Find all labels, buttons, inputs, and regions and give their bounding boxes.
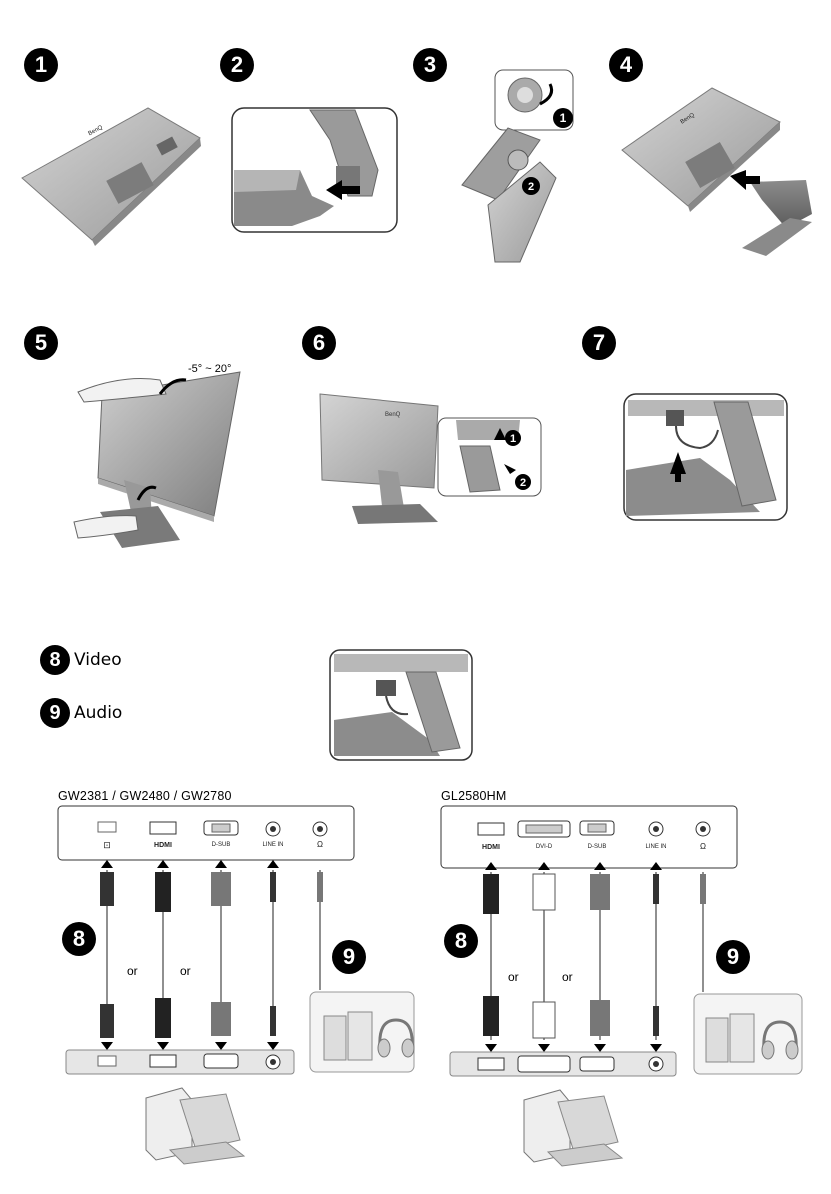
step1-illustration — [21, 107, 201, 246]
right-port-line-in: LINE IN — [645, 844, 667, 850]
cable-closeup-illustration — [329, 649, 473, 761]
step7-illustration — [623, 393, 788, 521]
tilt-range-label: -5° ~ 20° — [188, 363, 231, 375]
step6-marker-2: 2 — [520, 477, 526, 489]
step6-illustration: BenQ — [319, 393, 542, 524]
left-port-dp: ⊡ — [103, 840, 111, 850]
step3-illustration — [461, 69, 574, 263]
left-model-title: GW2381 / GW2480 / GW2780 — [58, 789, 232, 803]
left-video-marker: 8 — [62, 922, 96, 956]
audio-badge: 9 — [40, 698, 70, 728]
step-1-badge: 1 — [24, 48, 58, 82]
step5-illustration — [73, 371, 241, 548]
legend-video: 8 Video — [40, 645, 122, 675]
step-4-badge: 4 — [609, 48, 643, 82]
video-badge: 8 — [40, 645, 70, 675]
video-label: Video — [74, 650, 122, 670]
step-7-badge: 7 — [582, 326, 616, 360]
right-port-dsub: D-SUB — [587, 844, 607, 850]
left-or-2: or — [180, 964, 191, 978]
right-video-marker: 8 — [444, 924, 478, 958]
step-2-badge: 2 — [220, 48, 254, 82]
right-audio-marker: 9 — [716, 940, 750, 974]
left-port-dsub: D-SUB — [211, 842, 231, 848]
step3-marker-2: 2 — [528, 181, 534, 193]
right-connection-diagram — [440, 805, 803, 1167]
step-6-badge: 6 — [302, 326, 336, 360]
step4-illustration — [621, 87, 812, 256]
left-port-line-in: LINE IN — [262, 842, 284, 848]
right-port-hdmi: HDMI — [482, 844, 500, 851]
left-port-headphone: Ω — [317, 840, 323, 849]
right-or-2: or — [562, 970, 573, 984]
legend-audio: 9 Audio — [40, 698, 122, 728]
right-port-dvi: DVI-D — [535, 844, 553, 850]
right-or-1: or — [508, 970, 519, 984]
left-connection-diagram — [57, 805, 415, 1165]
step2-illustration — [231, 107, 398, 233]
audio-label: Audio — [74, 703, 123, 723]
right-port-headphone: Ω — [700, 842, 706, 851]
brand-mark-6: BenQ — [385, 412, 401, 418]
step-5-badge: 5 — [24, 326, 58, 360]
left-audio-marker: 9 — [332, 940, 366, 974]
step6-marker-1: 1 — [510, 433, 516, 445]
right-model-title: GL2580HM — [441, 789, 507, 803]
step-3-badge: 3 — [413, 48, 447, 82]
left-or-1: or — [127, 964, 138, 978]
left-port-hdmi: HDMI — [154, 842, 172, 849]
step3-marker-1: 1 — [560, 111, 567, 125]
